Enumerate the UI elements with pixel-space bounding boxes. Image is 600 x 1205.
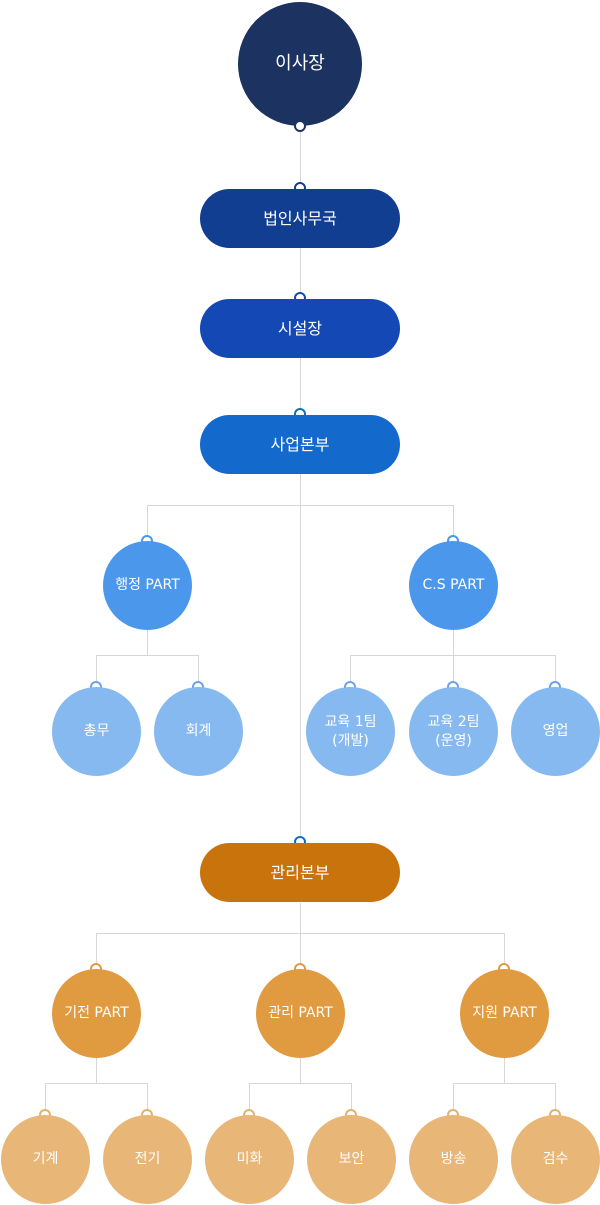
team-inspection-node: 검수: [511, 1115, 600, 1204]
management-hq-label: 관리본부: [270, 862, 330, 882]
team-sales-node: 영업: [511, 687, 600, 776]
business-hq-node: 사업본부: [200, 415, 400, 474]
team-general-affairs-label: 총무: [83, 723, 110, 740]
team-education-2-label: 교육 2팀 (운영): [427, 713, 480, 749]
team-cleaning-node: 미화: [205, 1115, 294, 1204]
team-general-affairs-node: 총무: [52, 687, 141, 776]
ceo-node: 이사장: [238, 2, 362, 126]
management-part-node: 관리 PART: [256, 969, 345, 1058]
management-hq-node: 관리본부: [200, 843, 400, 902]
admin-part-label: 행정 PART: [115, 577, 180, 594]
team-sales-label: 영업: [542, 723, 569, 740]
team-security-label: 보안: [338, 1151, 365, 1168]
team-education-1-label: 교육 1팀 (개발): [324, 713, 377, 749]
ceo-label: 이사장: [275, 52, 325, 74]
cs-part-label: C.S PART: [422, 577, 485, 594]
management-part-label: 관리 PART: [268, 1005, 333, 1022]
corp-office-node: 법인사무국: [200, 189, 400, 248]
team-inspection-label: 검수: [542, 1151, 569, 1168]
facility-director-label: 시설장: [277, 318, 323, 338]
cs-part-node: C.S PART: [409, 541, 498, 630]
team-machinery-label: 기계: [32, 1151, 59, 1168]
team-electrical-node: 전기: [103, 1115, 192, 1204]
facility-director-node: 시설장: [200, 299, 400, 358]
electromech-part-node: 기전 PART: [52, 969, 141, 1058]
team-education-1-node: 교육 1팀 (개발): [306, 687, 395, 776]
support-part-node: 지원 PART: [460, 969, 549, 1058]
ceo-connector-dot: [294, 120, 306, 132]
team-machinery-node: 기계: [1, 1115, 90, 1204]
team-cleaning-label: 미화: [236, 1151, 263, 1168]
electromech-part-label: 기전 PART: [64, 1005, 129, 1022]
team-electrical-label: 전기: [134, 1151, 161, 1168]
admin-part-node: 행정 PART: [103, 541, 192, 630]
team-security-node: 보안: [307, 1115, 396, 1204]
corp-office-label: 법인사무국: [263, 208, 337, 228]
team-accounting-node: 회계: [154, 687, 243, 776]
team-broadcast-label: 방송: [440, 1151, 467, 1168]
business-hq-label: 사업본부: [270, 434, 330, 454]
team-education-2-node: 교육 2팀 (운영): [409, 687, 498, 776]
team-broadcast-node: 방송: [409, 1115, 498, 1204]
support-part-label: 지원 PART: [472, 1005, 537, 1022]
team-accounting-label: 회계: [185, 723, 212, 740]
